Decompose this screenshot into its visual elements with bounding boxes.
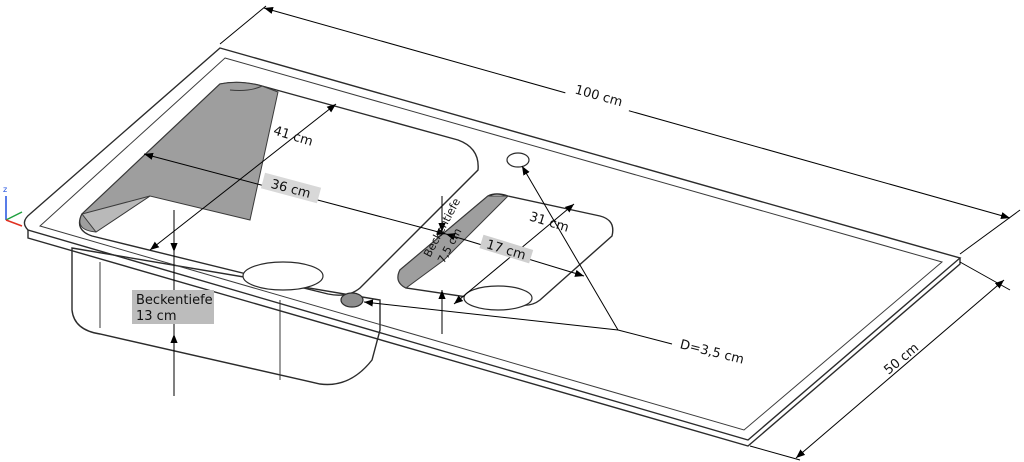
dim-label-bg-17: [479, 234, 534, 264]
sink-top-plate: [23, 47, 962, 441]
plate-edge: [27, 230, 961, 447]
ext-line-100-left: [219, 5, 267, 45]
large-bowl-drain: [242, 261, 324, 291]
dim-label-36: 36 cm: [269, 177, 312, 202]
dim-label-d: D=3,5 cm: [678, 337, 745, 367]
leader-d-tail: [617, 329, 673, 345]
large-bowl-left-wall: [81, 195, 151, 233]
leader-d-faucet: [521, 165, 619, 331]
axis-y-line: [5, 211, 23, 221]
axis-z-label: z: [3, 185, 7, 194]
axis-x-line: [5, 219, 23, 227]
depth-label-large-1: Beckentiefe: [136, 293, 213, 308]
dim-line-100: [263, 6, 1011, 220]
dim-label-50: 50 cm: [881, 341, 922, 379]
axis-triad: z: [3, 185, 23, 227]
dim-label-bg-100: [564, 77, 634, 113]
dim-label-31: 31 cm: [527, 210, 570, 236]
small-bowl-drain: [463, 285, 533, 311]
dim-label-17: 17 cm: [484, 237, 527, 263]
ext-line-100-right: [959, 209, 1021, 255]
leader-d-overflow: [363, 299, 619, 331]
depth-label-large-2: 13 cm: [136, 309, 177, 324]
ext-line-50-bottom: [749, 445, 801, 461]
bowl-rim-curve: [229, 85, 263, 91]
overflow-hole: [340, 292, 364, 308]
large-bowl-exterior: [71, 247, 381, 386]
depth-label-bg-large: [132, 290, 214, 324]
dim-line-50: [795, 279, 1005, 459]
faucet-hole: [506, 152, 530, 168]
ext-line-50-top: [959, 261, 1011, 291]
dim-label-41: 41 cm: [271, 124, 314, 150]
dim-label-bg-36: [260, 172, 322, 204]
